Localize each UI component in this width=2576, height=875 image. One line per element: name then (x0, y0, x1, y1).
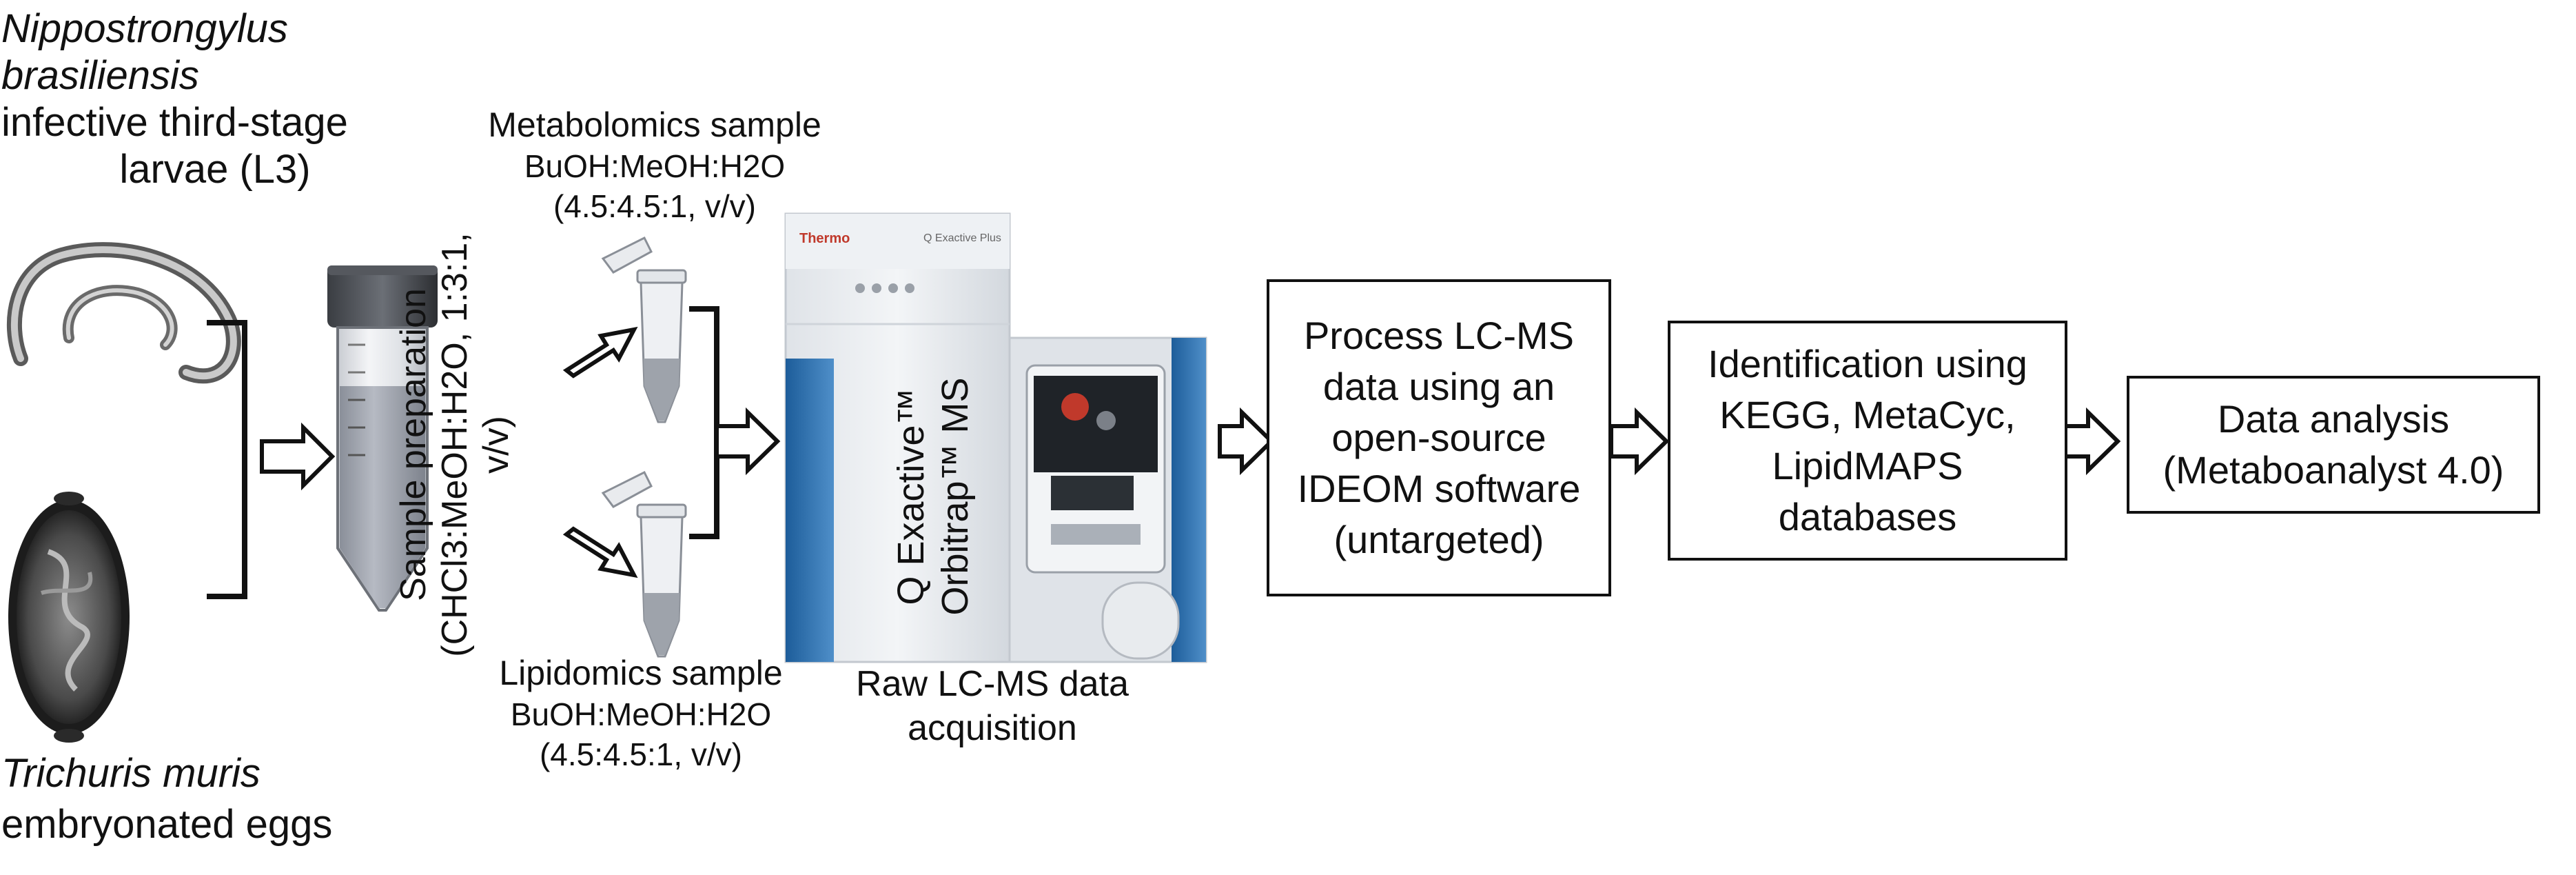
lipid-title: Lipidomics sample (499, 654, 783, 692)
metab-eppendorf-tube (601, 236, 687, 423)
nb-line4: larvae (L3) (119, 147, 311, 192)
step1-line4: IDEOM software (1297, 466, 1581, 510)
arrow-to-tube (260, 422, 336, 491)
sample-preparation-label: Sample preparation (CHCl3:MeOH:H2O, 1:3:… (393, 231, 517, 658)
metabolomics-label: Metabolomics sample BuOH:MeOH:H2O (4.5:4… (441, 103, 868, 226)
nb-line2: brasiliensis (1, 53, 199, 98)
lipid-eppendorf-tube (601, 470, 687, 658)
prep-line3: v/v) (476, 416, 516, 474)
ms-name-line2: Orbitrap™ MS (934, 377, 976, 616)
prep-line2: (CHCl3:MeOH:H2O, 1:3:1, (435, 232, 475, 657)
arrow-to-process (1218, 407, 1275, 476)
ms-model-small-label: Q Exactive Plus (923, 232, 1001, 244)
ms-brand-label: Thermo (799, 231, 850, 246)
step2-line2: KEGG, MetaCyc, (1719, 393, 2016, 437)
arrow-to-lipid-tube (562, 526, 638, 579)
step3-line1: Data analysis (2217, 397, 2450, 441)
lipidomics-label: Lipidomics sample BuOH:MeOH:H2O (4.5:4.5… (434, 652, 848, 774)
step1-line1: Process LC-MS (1303, 314, 1575, 358)
process-lcms-box: Process LC-MS data using an open-source … (1267, 279, 1611, 596)
step2-line3: LipidMAPS (1772, 444, 1963, 487)
prep-line1: Sample preparation (393, 288, 433, 601)
nb-line3: infective third-stage (1, 100, 348, 145)
arrow-to-metab-tube (562, 326, 638, 379)
trichuris-label: Trichuris muris embryonated eggs (1, 748, 332, 850)
egg-image (8, 492, 130, 743)
step3-line2: (Metaboanalyst 4.0) (2163, 448, 2504, 492)
nippostrongylus-label: Nippostrongylus brasiliensis infective t… (1, 6, 429, 193)
arrow-to-ms (715, 407, 781, 476)
data-analysis-box: Data analysis (Metaboanalyst 4.0) (2127, 376, 2540, 514)
arrow-to-analysis (2062, 407, 2121, 476)
ms-caption-line2: acquisition (908, 708, 1077, 748)
tm-line1: Trichuris muris (1, 751, 260, 796)
step1-line2: data using an (1322, 365, 1555, 409)
ms-name-line1: Q Exactive™ (890, 388, 932, 605)
input-bracket (207, 320, 247, 599)
metab-ratio: (4.5:4.5:1, v/v) (553, 188, 756, 224)
step1-line3: open-source (1331, 416, 1546, 460)
ms-instrument (784, 212, 1207, 663)
ms-caption-line1: Raw LC-MS data (856, 664, 1129, 704)
step1-line5: (untargeted) (1333, 517, 1544, 561)
samples-bracket (689, 306, 719, 539)
step2-line1: Identification using (1708, 342, 2027, 386)
larva-image (6, 242, 241, 384)
ms-instrument-name: Q Exactive™ Orbitrap™ MS (889, 317, 999, 676)
step2-line4: databases (1778, 494, 1957, 539)
nb-line1: Nippostrongylus (1, 6, 288, 51)
metab-title: Metabolomics sample (488, 105, 821, 144)
arrow-to-identification (1609, 407, 1670, 476)
metab-solvent: BuOH:MeOH:H2O (524, 148, 786, 184)
tm-line2: embryonated eggs (1, 802, 333, 847)
lipid-ratio: (4.5:4.5:1, v/v) (539, 736, 742, 772)
lipid-solvent: BuOH:MeOH:H2O (510, 696, 772, 732)
falcon-tube (327, 265, 438, 612)
identification-box: Identification using KEGG, MetaCyc, Lipi… (1668, 321, 2067, 561)
ms-caption: Raw LC-MS data acquisition (813, 662, 1172, 750)
